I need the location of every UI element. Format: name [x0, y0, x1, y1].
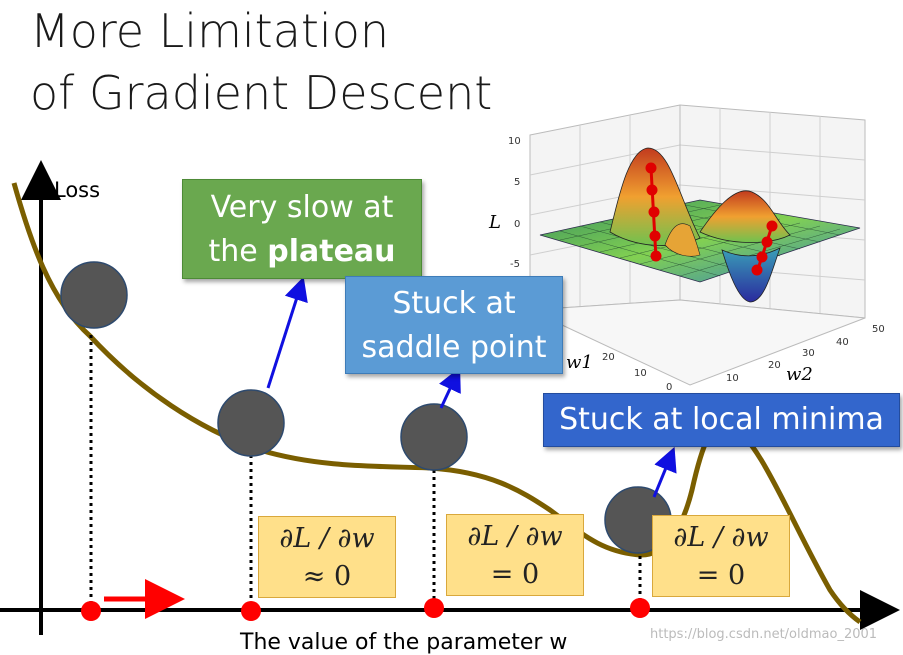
w2-tick-20: 20	[768, 360, 781, 371]
plateau-prefix: the	[208, 234, 268, 269]
loss-curve	[11, 182, 862, 625]
arrow-to-minima	[652, 446, 677, 498]
deriv-saddle-top: ∂L / ∂w	[467, 521, 563, 552]
w1-tick-10: 10	[634, 368, 647, 379]
plateau-callout: Very slow at the plateau	[182, 179, 422, 279]
deriv-minima-bottom: = 0	[696, 560, 746, 591]
deriv-plateau-top: ∂L / ∂w	[279, 523, 375, 554]
w2-tick-30: 30	[802, 348, 815, 359]
slide-title: More Limitation of Gradient Descent	[30, 0, 492, 124]
watermark: https://blog.csdn.net/oldmao_2001	[650, 627, 878, 642]
plateau-callout-line1: Very slow at	[210, 190, 394, 225]
z-tick-5: 5	[514, 177, 521, 188]
title-line-1: More Limitation	[30, 4, 389, 58]
surface-w1-label: w1	[566, 352, 593, 373]
w1-tick-20: 20	[602, 352, 615, 363]
ball-plateau	[217, 389, 285, 457]
plateau-callout-line2: the plateau	[183, 230, 421, 274]
arrow-to-plateau	[266, 276, 308, 389]
saddle-callout-line2: saddle point	[361, 330, 547, 365]
w2-tick-50: 50	[872, 324, 885, 335]
deriv-plateau-bottom: ≈ 0	[302, 561, 352, 592]
surface-w2-label: w2	[786, 364, 813, 385]
deriv-box-saddle: ∂L / ∂w = 0	[446, 514, 584, 596]
red-dot-2	[241, 601, 261, 621]
red-dot-4	[630, 598, 650, 618]
w2-tick-10: 10	[726, 373, 739, 384]
saddle-callout-line1: Stuck at	[392, 286, 516, 321]
x-axis-label: The value of the parameter w	[240, 630, 568, 655]
z-tick-10: 10	[508, 136, 521, 147]
deriv-saddle-bottom: = 0	[490, 559, 540, 590]
ball-start	[60, 261, 128, 329]
surface-plot	[529, 104, 866, 386]
ball-saddle	[400, 403, 468, 471]
red-dot-1	[81, 601, 101, 621]
deriv-minima-top: ∂L / ∂w	[673, 522, 769, 553]
plateau-bold: plateau	[267, 234, 396, 269]
title-line-2: of Gradient Descent	[30, 66, 493, 120]
z-tick-0: 0	[514, 219, 521, 230]
local-minima-callout: Stuck at local minima	[543, 393, 900, 447]
surface-z-label: L	[489, 212, 501, 233]
deriv-box-plateau: ∂L / ∂w ≈ 0	[258, 516, 396, 598]
y-axis-label: Loss	[54, 178, 101, 202]
w1-tick-0: 0	[666, 382, 673, 393]
deriv-box-minima: ∂L / ∂w = 0	[652, 515, 790, 597]
saddle-callout: Stuck at saddle point	[345, 276, 563, 374]
z-tick-neg5: -5	[510, 259, 520, 270]
arrow-to-saddle	[439, 367, 461, 409]
w2-tick-40: 40	[836, 337, 849, 348]
red-dot-3	[424, 598, 444, 618]
w1-label-text: w1	[566, 352, 593, 373]
w2-label-text: w2	[786, 364, 813, 385]
